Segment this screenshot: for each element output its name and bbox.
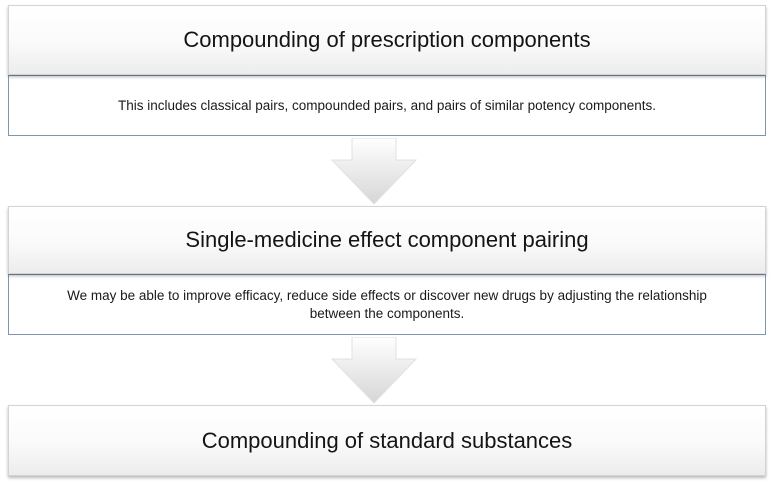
step-1-title-box: Compounding of prescription components <box>8 5 766 75</box>
down-arrow-icon <box>330 337 418 405</box>
step-1-title: Compounding of prescription components <box>183 27 591 52</box>
step-2-description: We may be able to improve efficacy, redu… <box>67 287 707 321</box>
down-arrow-icon <box>330 138 418 206</box>
step-2-title-box: Single-medicine effect component pairing <box>8 206 766 274</box>
step-1-description: This includes classical pairs, compounde… <box>117 97 656 113</box>
step-3-title: Compounding of standard substances <box>201 427 573 453</box>
step-1-description-box: This includes classical pairs, compounde… <box>8 75 766 136</box>
step-2-title: Single-medicine effect component pairing <box>185 227 589 252</box>
step-2-description-box: We may be able to improve efficacy, redu… <box>8 274 766 335</box>
step-3-title-box: Compounding of standard substances <box>8 405 766 476</box>
